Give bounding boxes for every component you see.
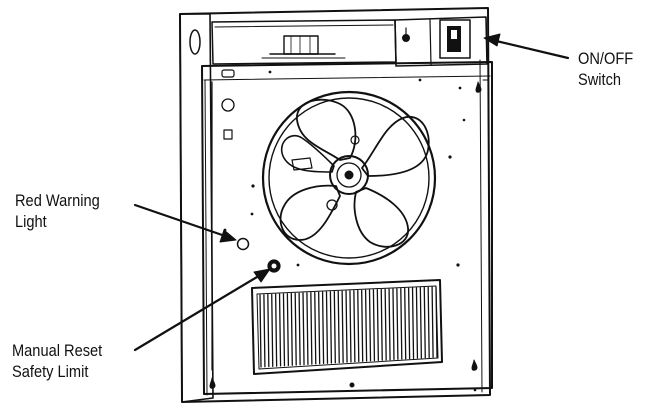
leader-on-off [483, 33, 570, 60]
grille-fin [411, 287, 415, 359]
grille-fin [419, 287, 423, 359]
top-terminal-block [261, 35, 346, 59]
grille-fin [294, 292, 297, 366]
grille-fin [368, 289, 372, 362]
grille-fin [278, 293, 282, 367]
grille-fin [357, 289, 360, 363]
on-off-switch-label-line-2: Switch [578, 70, 622, 89]
red-warning-light [236, 237, 250, 251]
heater-grille [251, 279, 443, 375]
grille-fin [274, 293, 278, 367]
grille-fin [423, 286, 426, 359]
grille-fin [396, 288, 399, 360]
grille-fin [345, 290, 348, 363]
grille-fin [404, 287, 407, 360]
grille-fin [267, 293, 270, 368]
red-warning-light-label-line-2: Light [15, 212, 47, 231]
on-off-switch-label-line-1: ON/OFF [578, 49, 634, 68]
switch-housing [394, 16, 488, 67]
grille-fin [271, 293, 274, 367]
grille-fin [376, 289, 379, 361]
grille-fin [282, 293, 286, 367]
grille-fin [333, 290, 336, 364]
grille-fin [325, 291, 329, 364]
leader-manual-reset [133, 268, 271, 352]
grille-fin [415, 287, 419, 359]
left-side-panel [179, 13, 214, 403]
grille-fin [310, 292, 313, 365]
grille-fin [341, 290, 344, 363]
grille-fin [306, 292, 309, 365]
grille-fin [329, 291, 333, 364]
grille-fin [431, 286, 434, 358]
grille-fin [314, 291, 317, 365]
manual-reset-label-line-2: Safety Limit [12, 362, 89, 381]
on-off-switch[interactable] [439, 19, 471, 59]
manual-reset-label-line-1: Manual Reset [12, 341, 103, 360]
front-panel [201, 61, 493, 395]
grille-fin [259, 294, 262, 368]
fan [261, 90, 437, 266]
grille-fin [302, 292, 305, 366]
grille-fin [353, 290, 356, 363]
on-off-switch-label: ON/OFF Switch [578, 48, 633, 90]
leader-red-warning [133, 203, 237, 243]
grille-fin [380, 288, 383, 361]
manual-reset-label: Manual Reset Safety Limit [12, 340, 102, 382]
grille-fin [361, 289, 364, 362]
grille-fin [286, 293, 290, 367]
grille-fin [407, 287, 411, 360]
grille-fin [337, 290, 340, 364]
grille-fin [400, 287, 403, 360]
grille-fin [364, 289, 368, 362]
grille-fin [384, 288, 387, 361]
grille-fin [318, 291, 321, 365]
grille-fin [290, 292, 293, 366]
grille-fin [372, 289, 376, 362]
grille-fin [427, 286, 430, 359]
grille-fin [321, 291, 325, 365]
grille-fin [392, 288, 395, 361]
grille-fin [298, 292, 301, 366]
red-warning-light-label: Red Warning Light [15, 190, 100, 232]
grille-fin [263, 294, 266, 368]
grille-fin [349, 290, 352, 363]
grille-fin [388, 288, 391, 361]
grille-fin [435, 286, 438, 358]
red-warning-light-label-line-1: Red Warning [15, 191, 100, 210]
